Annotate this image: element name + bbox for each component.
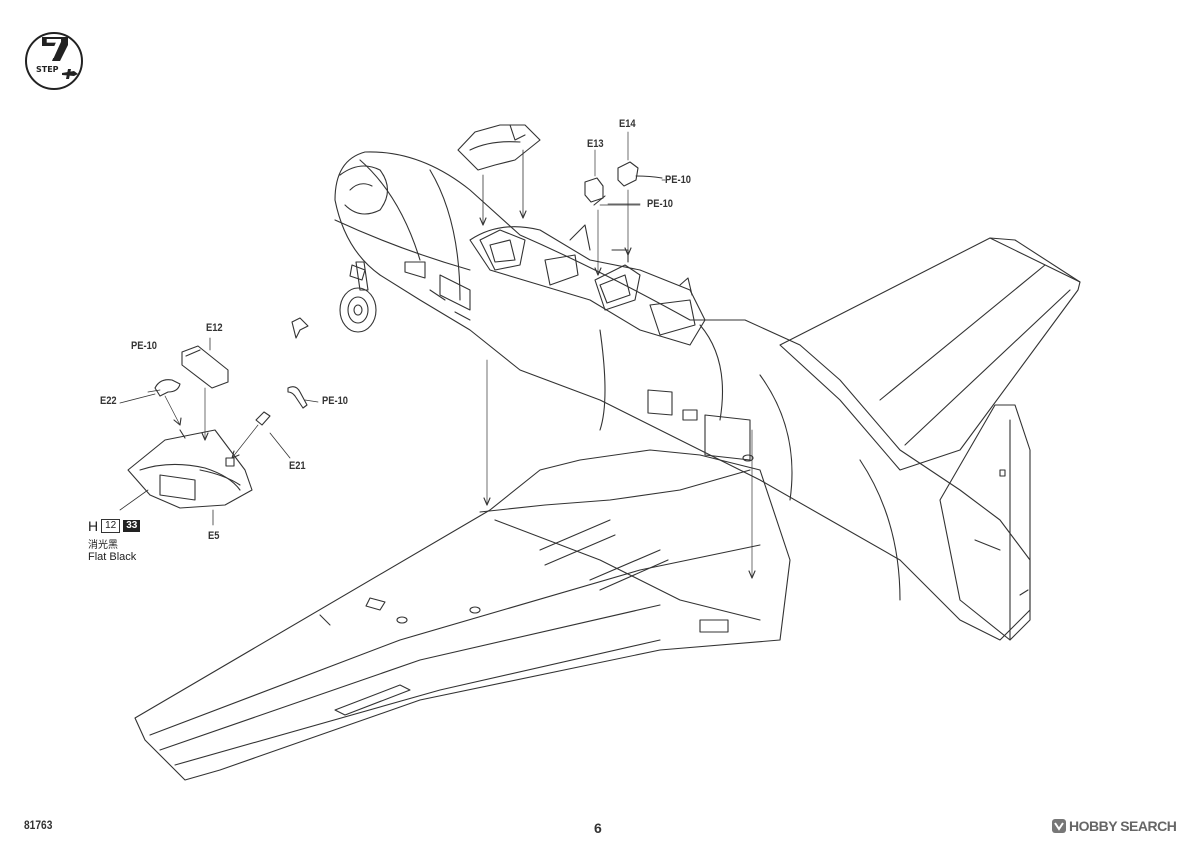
watermark: HOBBY SEARCH <box>1052 818 1177 834</box>
part-label-pe10-a: PE-10 <box>665 174 691 186</box>
part-label-pe10-left: PE-10 <box>131 340 157 352</box>
step-number: 7 <box>44 35 64 65</box>
step-badge-circle <box>25 32 83 90</box>
part-e12 <box>181 345 229 441</box>
part-label-e5: E5 <box>208 530 220 542</box>
part-label-e14: E14 <box>619 118 636 130</box>
subassembly-e5 <box>127 429 253 509</box>
hobby-search-logo-icon <box>1052 819 1066 833</box>
main-wing <box>134 359 791 781</box>
canopy-part <box>457 124 541 226</box>
part-label-e21: E21 <box>289 460 306 472</box>
leader-lines <box>119 179 666 526</box>
cockpit <box>469 224 706 346</box>
nose-landing-gear <box>339 261 377 333</box>
paint-letter: H <box>88 518 99 534</box>
paint-callout: H 12 33 消光黑 Flat Black <box>88 518 141 563</box>
paint-name-en: Flat Black <box>88 551 137 563</box>
part-label-pe10-b: PE-10 <box>647 198 673 210</box>
paint-code-2: 33 <box>123 520 141 532</box>
part-label-e12: E12 <box>206 322 223 334</box>
part-pe10-handle <box>287 386 319 409</box>
watermark-text: HOBBY SEARCH <box>1069 818 1177 834</box>
paint-name-cn: 消光黑 <box>88 540 118 551</box>
step-word: STEP <box>36 65 59 74</box>
direction-arrow <box>291 317 309 339</box>
part-e22 <box>154 379 182 426</box>
kit-code: 81763 <box>24 818 53 832</box>
page-number: 6 <box>594 820 602 836</box>
vertical-fin <box>939 404 1031 641</box>
seat-parts-top <box>584 131 663 276</box>
paint-codes: H 12 33 <box>88 518 141 534</box>
part-label-e22: E22 <box>100 395 117 407</box>
part-e21 <box>225 411 271 467</box>
part-label-pe10-mid: PE-10 <box>322 395 348 407</box>
fuselage <box>334 151 1031 641</box>
paint-code-1: 12 <box>101 519 121 533</box>
step-badge: 7 STEP <box>24 31 84 91</box>
part-label-e13: E13 <box>587 138 604 150</box>
horizontal-stabilizer <box>779 237 1081 471</box>
